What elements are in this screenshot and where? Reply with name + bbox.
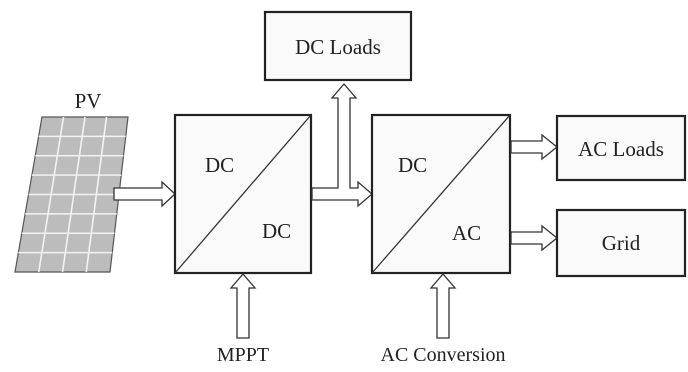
mppt-label: MPPT <box>217 344 269 366</box>
dcac-input-label: DC <box>398 153 427 177</box>
dc-loads-label: DC Loads <box>295 35 381 59</box>
dc-loads-box <box>263 10 413 82</box>
dcac-inverter-divider <box>371 114 511 274</box>
ac-conversion-label: AC Conversion <box>381 344 506 366</box>
arrow-dcac-to-grid <box>510 224 559 252</box>
grid-label: Grid <box>602 231 641 255</box>
dc-loads: DC Loads <box>263 10 413 82</box>
ac-loads: AC Loads <box>555 114 687 182</box>
grid: Grid <box>555 208 687 278</box>
grid-box <box>555 208 687 278</box>
dcdc-output-label: DC <box>262 219 291 243</box>
arrow-dcac-to-acloads <box>510 133 559 161</box>
ac-loads-box <box>555 114 687 182</box>
dcdc-converter-divider <box>174 114 312 274</box>
pv-panel <box>14 116 129 273</box>
arrow-pv-to-dcdc <box>113 180 176 208</box>
arrow-dcdc-to-dcac <box>311 83 373 208</box>
ac-loads-label: AC Loads <box>578 137 664 161</box>
pv-panel-grid <box>18 116 126 273</box>
pv-label: PV <box>75 89 102 113</box>
dcdc-converter: DC DC <box>173 113 313 275</box>
dcdc-input-label: DC <box>205 153 234 177</box>
dcac-inverter: DC AC <box>370 113 512 275</box>
arrow-mppt-to-dcdc <box>229 273 257 339</box>
arrow-acconversion-to-dcac <box>429 273 457 339</box>
dcac-output-label: AC <box>452 221 481 245</box>
